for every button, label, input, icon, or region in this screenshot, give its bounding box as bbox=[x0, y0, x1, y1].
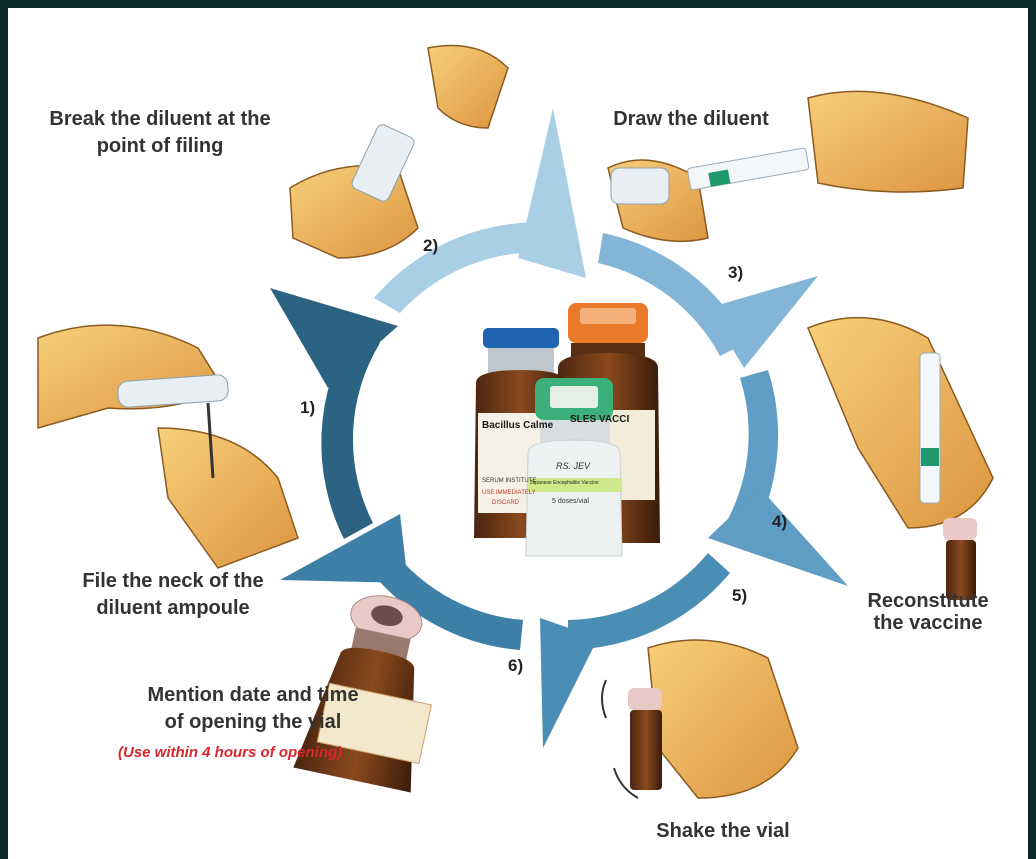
step-2-label-line1: Break the diluent at the bbox=[30, 106, 290, 133]
step-2-number: 2) bbox=[423, 236, 438, 256]
step-6-label-line1: Mention date and time bbox=[118, 682, 388, 709]
vial-orange-text-1: SLES VACCI bbox=[570, 414, 629, 425]
vial-green-text-2: Japanese Encephalitis Vaccine bbox=[530, 480, 599, 486]
step-3-number: 3) bbox=[728, 263, 743, 283]
cycle-arrowhead-5 bbox=[540, 618, 598, 748]
illustration-step-4 bbox=[808, 318, 993, 600]
step-5-label-line1: Shake the vial bbox=[638, 818, 808, 845]
step-2-label-line2: point of filing bbox=[30, 133, 290, 160]
step-4-label-line1: Reconstitute bbox=[848, 590, 1008, 612]
step-5-label: Shake the vial bbox=[638, 818, 808, 845]
step-6-note: (Use within 4 hours of opening) bbox=[118, 744, 342, 761]
step-4-label: Reconstitute the vaccine bbox=[848, 590, 1008, 634]
vial-blue-text-3: USE IMMEDIATELY bbox=[482, 490, 536, 496]
step-6-label-line2: of opening the vial bbox=[118, 709, 388, 736]
vial-blue-text-2: SERUM INSTITUTE bbox=[482, 478, 536, 484]
step-3-label: Draw the diluent bbox=[606, 106, 776, 133]
step-6-label: Mention date and time of opening the via… bbox=[118, 682, 388, 736]
illustration-step-1 bbox=[38, 325, 298, 568]
diagram-frame: File the neck of the diluent ampoule 1) … bbox=[8, 8, 1028, 859]
step-3-label-line1: Draw the diluent bbox=[606, 106, 776, 133]
step-1-label: File the neck of the diluent ampoule bbox=[68, 568, 278, 622]
step-1-label-line2: diluent ampoule bbox=[68, 595, 278, 622]
step-4-number: 4) bbox=[772, 512, 787, 532]
cycle-arrowhead-2 bbox=[518, 108, 586, 278]
vial-blue-text-1: Bacillus Calme bbox=[482, 420, 553, 431]
step-1-label-line1: File the neck of the bbox=[68, 568, 278, 595]
cycle-segment-5 bbox=[568, 553, 730, 650]
step-5-number: 5) bbox=[732, 586, 747, 606]
step-6-number: 6) bbox=[508, 656, 523, 676]
cycle-arrowhead-4 bbox=[708, 488, 848, 586]
vial-green-text-3: 5 doses/vial bbox=[552, 498, 589, 505]
step-4-label-line2: the vaccine bbox=[848, 612, 1008, 634]
blue-cap bbox=[483, 328, 559, 348]
illustration-step-5 bbox=[602, 640, 798, 798]
vial-blue-text-4: DISCARD bbox=[492, 500, 519, 506]
cycle-arrowhead-1 bbox=[270, 288, 398, 388]
vial-green-text-1: RS. JEV bbox=[556, 461, 590, 471]
step-2-label: Break the diluent at the point of filing bbox=[30, 106, 290, 160]
cycle-arrowhead-3 bbox=[708, 276, 818, 368]
illustration-step-2 bbox=[290, 46, 508, 259]
step-1-number: 1) bbox=[300, 398, 315, 418]
